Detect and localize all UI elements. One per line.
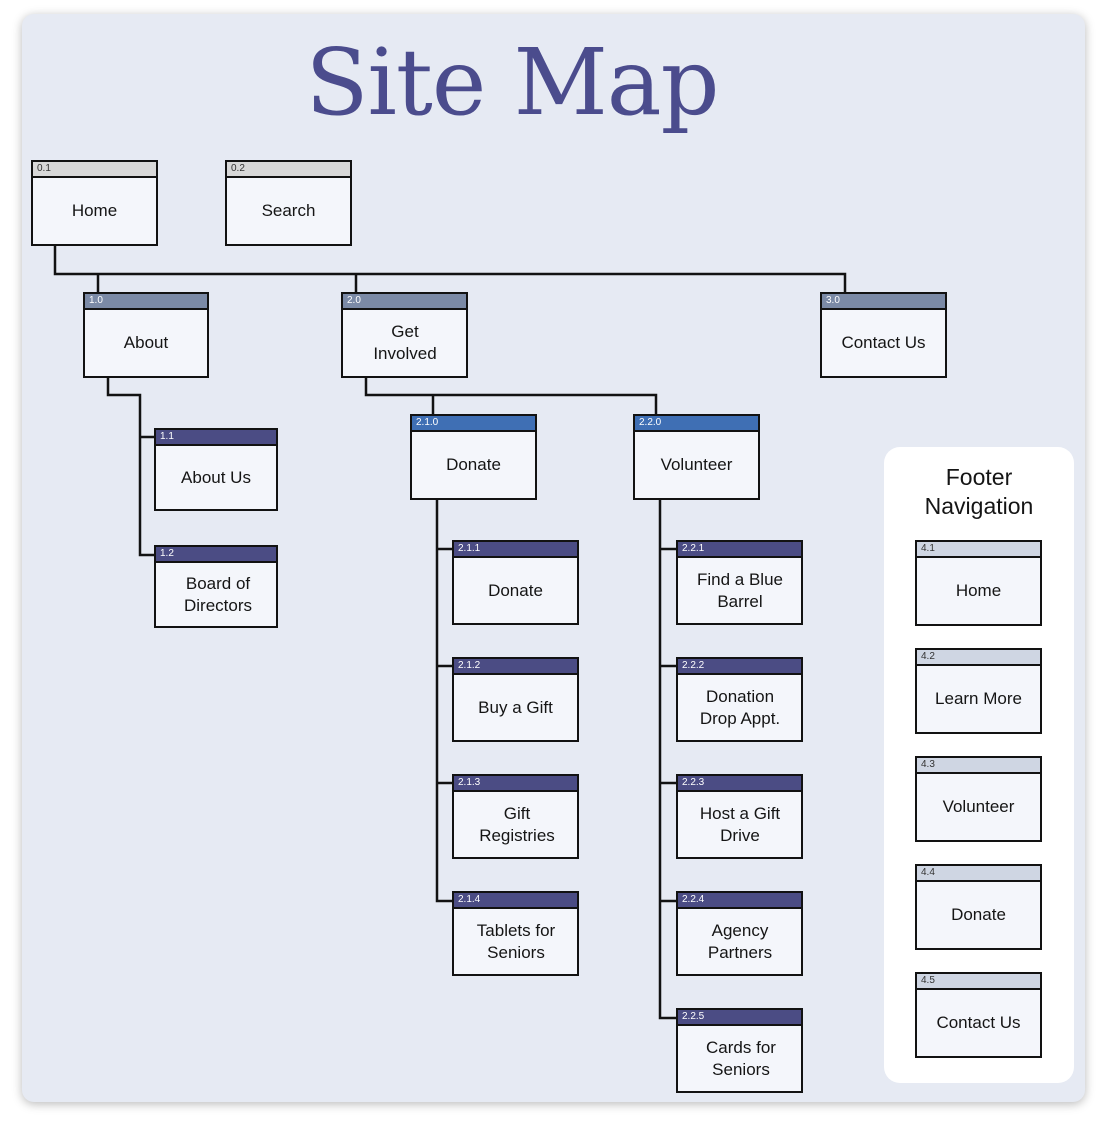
footer-node-donate[interactable]: 4.4 Donate xyxy=(915,864,1042,950)
node-number: 2.1.1 xyxy=(454,542,577,558)
node-number: 2.2.4 xyxy=(678,893,801,909)
node-number: 4.2 xyxy=(917,650,1040,666)
node-number: 2.2.3 xyxy=(678,776,801,792)
footer-node-volunteer[interactable]: 4.3 Volunteer xyxy=(915,756,1042,842)
node-host-a-gift-drive[interactable]: 2.2.3 Host a Gift Drive xyxy=(676,774,803,859)
node-number: 4.5 xyxy=(917,974,1040,990)
connector-about-children xyxy=(106,377,155,557)
node-number: 1.1 xyxy=(156,430,276,446)
node-about[interactable]: 1.0 About xyxy=(83,292,209,378)
node-label: Donate xyxy=(446,455,501,474)
node-tablets-for-seniors[interactable]: 2.1.4 Tablets for Seniors xyxy=(452,891,579,976)
node-label: Volunteer xyxy=(942,797,1015,816)
node-label: Cards for Seniors xyxy=(706,1037,776,1079)
footer-navigation-title: Footer Navigation xyxy=(884,463,1074,521)
node-label: Host a Gift Drive xyxy=(699,803,781,845)
footer-node-home[interactable]: 4.1 Home xyxy=(915,540,1042,626)
node-find-a-blue-barrel[interactable]: 2.2.1 Find a Blue Barrel xyxy=(676,540,803,625)
node-label: Gift Registries xyxy=(479,803,555,845)
node-label: Volunteer xyxy=(660,455,733,474)
node-number: 2.1.0 xyxy=(412,416,535,432)
node-donate-section[interactable]: 2.1.0 Donate xyxy=(410,414,537,500)
node-about-us[interactable]: 1.1 About Us xyxy=(154,428,278,511)
node-number: 2.0 xyxy=(343,294,466,310)
node-number: 0.1 xyxy=(33,162,156,178)
page-title: Site Map xyxy=(305,29,719,136)
node-number: 4.4 xyxy=(917,866,1040,882)
node-number: 2.1.2 xyxy=(454,659,577,675)
connector-home-sections xyxy=(53,245,847,293)
node-number: 4.3 xyxy=(917,758,1040,774)
node-cards-for-seniors[interactable]: 2.2.5 Cards for Seniors xyxy=(676,1008,803,1093)
node-label: Buy a Gift xyxy=(478,697,553,717)
node-label: Board of Directors xyxy=(183,573,252,615)
node-label: Search xyxy=(261,201,316,220)
node-board-of-directors[interactable]: 1.2 Board of Directors xyxy=(154,545,278,628)
node-number: 3.0 xyxy=(822,294,945,310)
node-label: Donate xyxy=(951,905,1006,924)
node-donate[interactable]: 2.1.1 Donate xyxy=(452,540,579,625)
node-number: 2.2.1 xyxy=(678,542,801,558)
node-label: Donate xyxy=(488,580,543,600)
node-agency-partners[interactable]: 2.2.4 Agency Partners xyxy=(676,891,803,976)
node-number: 2.2.2 xyxy=(678,659,801,675)
node-label: Agency Partners xyxy=(707,920,773,962)
node-label: Contact Us xyxy=(936,1013,1021,1032)
node-label: Learn More xyxy=(935,689,1022,708)
footer-title-text: Footer Navigation xyxy=(924,464,1034,519)
node-label: Home xyxy=(955,581,1002,600)
connector-donate-children xyxy=(435,499,453,903)
footer-node-learn-more[interactable]: 4.2 Learn More xyxy=(915,648,1042,734)
node-contact-us[interactable]: 3.0 Contact Us xyxy=(820,292,947,378)
node-number: 4.1 xyxy=(917,542,1040,558)
node-search[interactable]: 0.2 Search xyxy=(225,160,352,246)
node-number: 1.0 xyxy=(85,294,207,310)
node-number: 0.2 xyxy=(227,162,350,178)
node-number: 2.1.3 xyxy=(454,776,577,792)
node-donation-drop-appt[interactable]: 2.2.2 Donation Drop Appt. xyxy=(676,657,803,742)
footer-node-contact-us[interactable]: 4.5 Contact Us xyxy=(915,972,1042,1058)
node-label: Get Involved xyxy=(373,322,437,363)
node-home[interactable]: 0.1 Home xyxy=(31,160,158,246)
node-label: Find a Blue Barrel xyxy=(697,569,783,611)
node-number: 2.2.0 xyxy=(635,416,758,432)
connector-getinvolved-children xyxy=(364,377,658,414)
node-label: About Us xyxy=(181,467,251,487)
node-volunteer-section[interactable]: 2.2.0 Volunteer xyxy=(633,414,760,500)
connector-volunteer-children xyxy=(658,499,676,1020)
node-buy-a-gift[interactable]: 2.1.2 Buy a Gift xyxy=(452,657,579,742)
node-gift-registries[interactable]: 2.1.3 Gift Registries xyxy=(452,774,579,859)
node-label: Home xyxy=(71,201,118,220)
node-label: Donation Drop Appt. xyxy=(699,686,781,728)
node-number: 2.2.5 xyxy=(678,1010,801,1026)
node-number: 1.2 xyxy=(156,547,276,563)
node-get-involved[interactable]: 2.0 Get Involved xyxy=(341,292,468,378)
node-label: Tablets for Seniors xyxy=(476,920,556,962)
node-label: Contact Us xyxy=(841,333,926,352)
node-number: 2.1.4 xyxy=(454,893,577,909)
node-label: About xyxy=(123,333,169,352)
